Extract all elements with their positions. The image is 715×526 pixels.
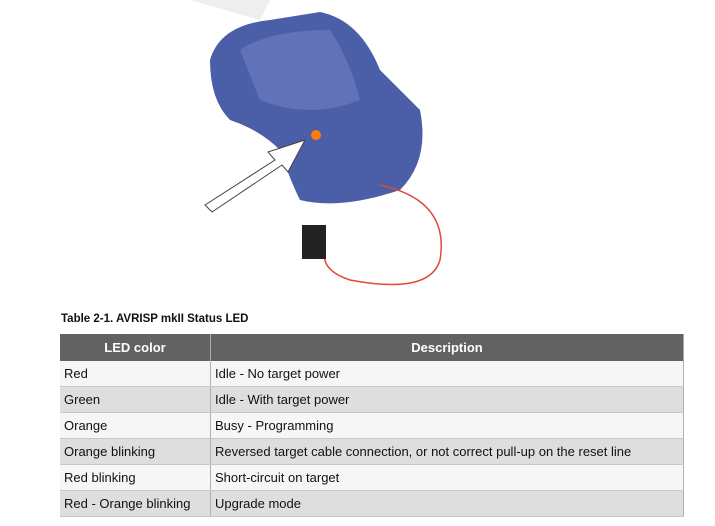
target-connector [302, 225, 326, 259]
description-cell: Busy - Programming [210, 412, 684, 439]
description-cell: Short-circuit on target [210, 464, 684, 491]
arrow-icon [204, 139, 307, 213]
led-color-cell: Red blinking [60, 464, 211, 491]
led-color-cell: Red [60, 361, 211, 387]
description-cell: Upgrade mode [210, 490, 684, 517]
led-color-cell: Orange blinking [60, 438, 211, 465]
led-color-cell: Green [60, 386, 211, 413]
device-photo [190, 0, 442, 286]
column-header-led-color: LED color [60, 334, 211, 361]
table-caption: Table 2-1. AVRISP mkII Status LED [61, 313, 249, 325]
description-cell: Idle - With target power [210, 386, 684, 413]
description-cell: Reversed target cable connection, or not… [210, 438, 684, 465]
description-cell: Idle - No target power [210, 361, 684, 387]
column-header-description: Description [210, 334, 684, 361]
led-color-cell: Red - Orange blinking [60, 490, 211, 517]
led-color-cell: Orange [60, 412, 211, 439]
table-header-row: LED color Description [60, 334, 684, 361]
status-led [311, 130, 321, 140]
